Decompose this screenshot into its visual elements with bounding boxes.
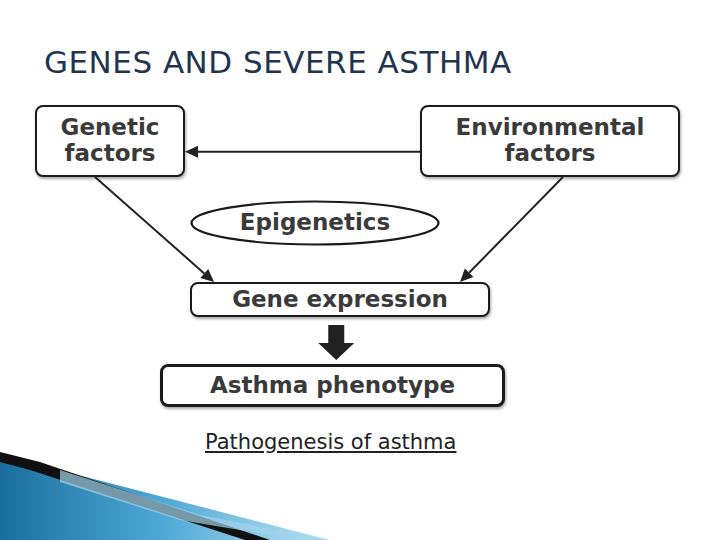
- arrow-connector: [185, 146, 420, 158]
- factor-box: Environmental factors: [420, 105, 680, 177]
- block-arrow: [318, 325, 354, 360]
- outcome-box: Asthma phenotype: [160, 364, 505, 407]
- node-label: Gene expression: [226, 287, 454, 313]
- arrow-head: [460, 269, 473, 282]
- light-swoosh: [60, 470, 330, 540]
- connector-line: [95, 177, 204, 273]
- connector-line: [198, 151, 420, 153]
- arrow-connector: [95, 177, 214, 282]
- node-label: Asthma phenotype: [204, 373, 461, 399]
- process-box: Gene expression: [190, 282, 490, 317]
- arrow-head: [185, 146, 198, 158]
- epigenetics-ellipse: Epigenetics: [190, 200, 440, 246]
- arrow-head: [200, 269, 214, 282]
- arrow-connector: [460, 177, 563, 282]
- node-label: Epigenetics: [234, 210, 396, 236]
- ellipse-shape: [192, 202, 439, 245]
- node-label: Environmental factors: [422, 115, 678, 167]
- node-label: Genetic factors: [37, 115, 183, 167]
- figure-caption: Pathogenesis of asthma: [205, 430, 456, 454]
- block-arrow-shape: [318, 325, 354, 360]
- factor-box: Genetic factors: [35, 105, 185, 177]
- slide-title: GENES AND SEVERE ASTHMA: [44, 44, 512, 80]
- connector-line: [469, 177, 563, 273]
